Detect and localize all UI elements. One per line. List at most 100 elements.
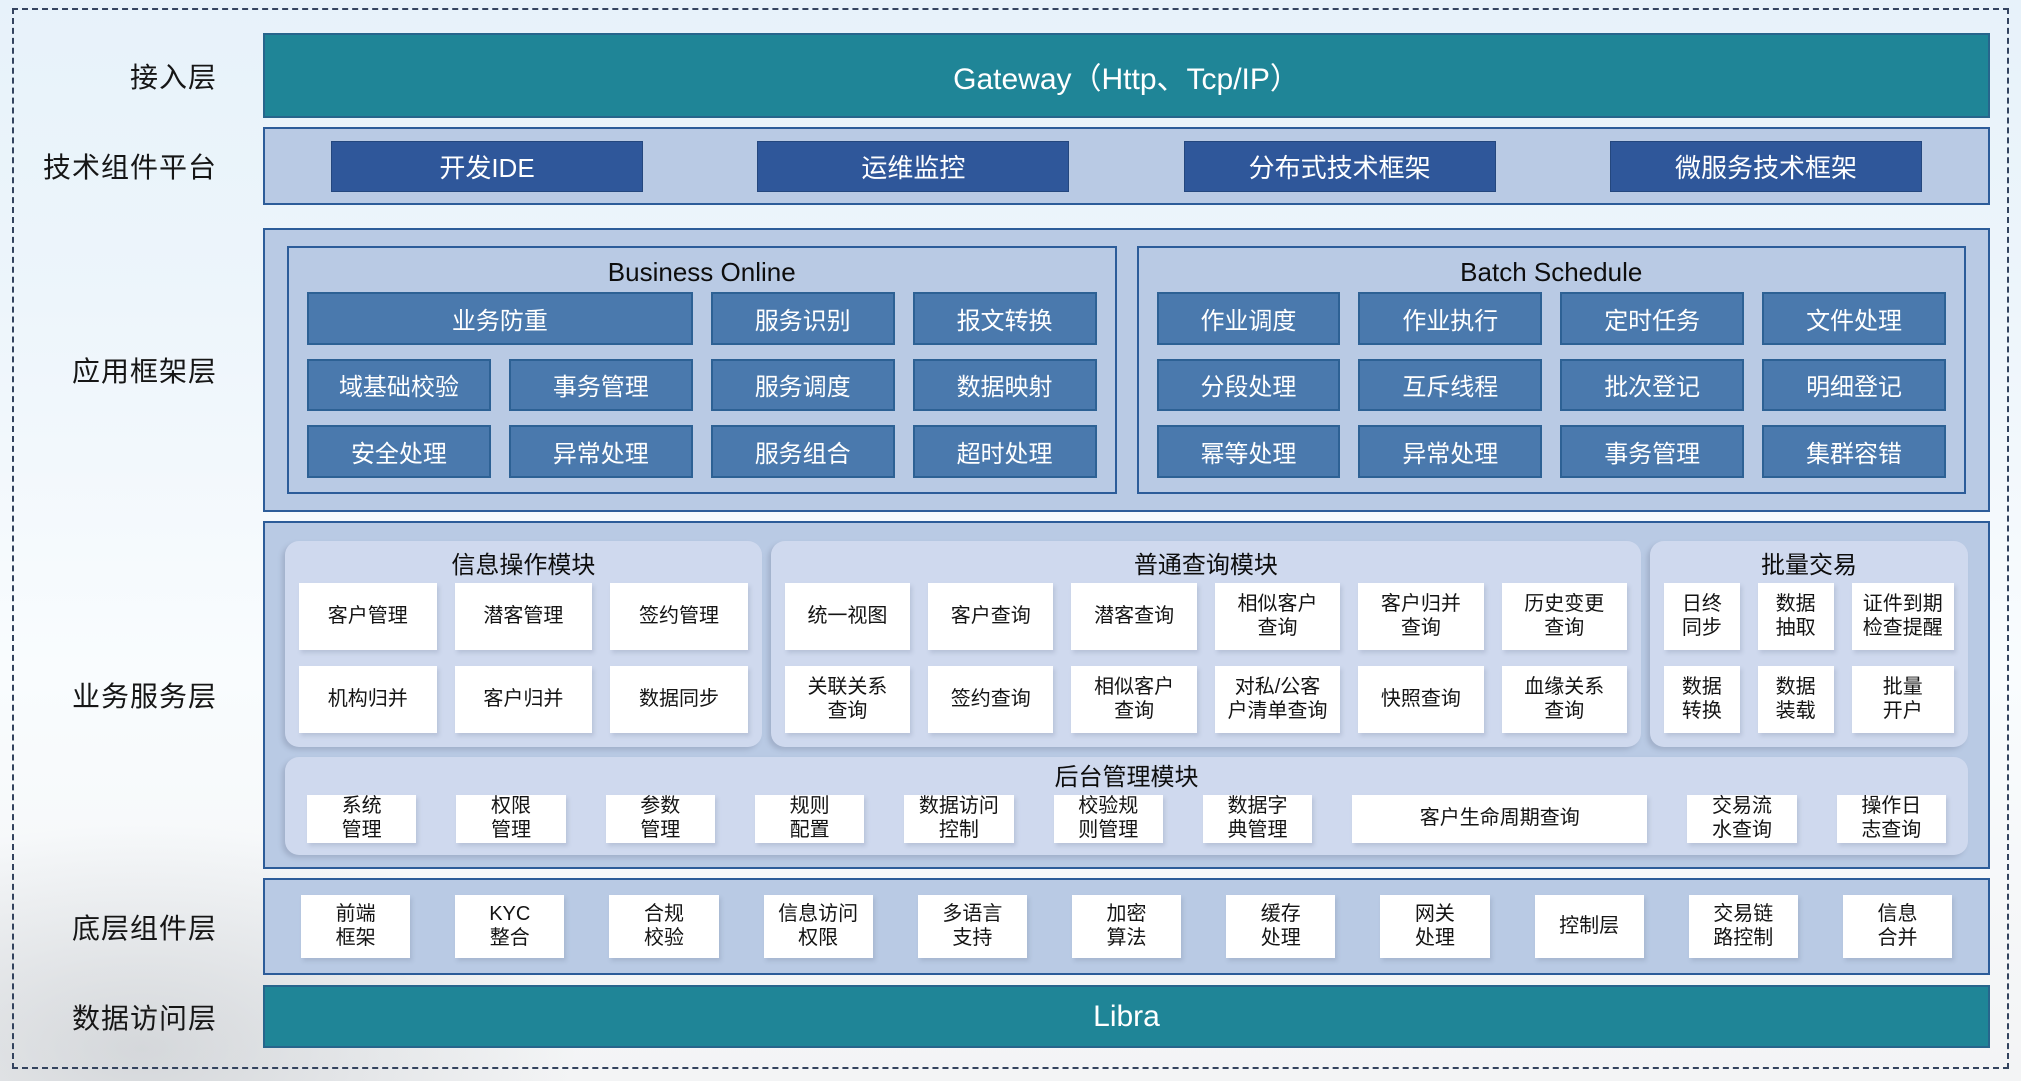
- tech-component-button: 运维监控: [757, 140, 1070, 192]
- component-cell: KYC 整合: [455, 895, 565, 958]
- service-cell: 快照查询: [1358, 666, 1484, 733]
- service-modules-row: 信息操作模块 客户管理潜客管理签约管理机构归并客户归并数据同步 普通查询模块 统…: [285, 541, 1968, 747]
- framework-cell: 作业执行: [1358, 292, 1543, 345]
- component-cell: 合规 校验: [609, 895, 719, 958]
- service-cell: 签约查询: [928, 666, 1054, 733]
- admin-cell: 客户生命周期查询: [1352, 795, 1648, 843]
- tech-component-button: 开发IDE: [331, 140, 643, 192]
- component-cell: 交易链 路控制: [1688, 895, 1798, 958]
- admin-cell: 规则 配置: [754, 795, 865, 843]
- component-cell: 网关 处理: [1380, 895, 1490, 958]
- framework-cell: 幂等处理: [1156, 425, 1341, 478]
- panel-grid-batch-schedule: 作业调度作业执行定时任务文件处理分段处理互斥线程批次登记明细登记幂等处理异常处理…: [1156, 292, 1946, 478]
- panel-grid-business-online: 业务防重服务识别报文转换域基础校验事务管理服务调度数据映射安全处理异常处理服务组…: [307, 292, 1097, 478]
- component-cell: 信息 合并: [1842, 895, 1953, 958]
- service-cell: 统一视图: [784, 583, 911, 650]
- module-batch-transaction: 批量交易 日终 同步数据 抽取证件到期 检查提醒数据 转换数据 装载批量 开户: [1649, 541, 1968, 747]
- admin-cell: 参数 管理: [605, 795, 715, 843]
- libra-bar-text: Libra: [1093, 999, 1160, 1033]
- service-cell: 日终 同步: [1663, 583, 1740, 650]
- bottom-components-container: 前端 框架 KYC 整合合规 校验信息访问 权限多语言 支持加密 算法缓存 处理网…: [263, 878, 1990, 975]
- service-cell: 批量 开户: [1851, 666, 1954, 733]
- framework-cell: 服务识别: [710, 292, 895, 345]
- tech-component-button: 分布式技术框架: [1183, 140, 1496, 192]
- framework-cell: 报文转换: [912, 292, 1097, 345]
- service-cell: 机构归并: [299, 666, 437, 733]
- component-cell: 多语言 支持: [917, 895, 1027, 958]
- module-grid-general-query: 统一视图客户查询潜客查询相似客户 查询客户归并 查询历史变更 查询关联关系 查询…: [784, 583, 1627, 733]
- service-cell: 相似客户 查询: [1214, 583, 1341, 650]
- framework-cell: 异常处理: [508, 425, 693, 478]
- module-title-info-operation: 信息操作模块: [451, 552, 596, 579]
- service-cell: 数据同步: [610, 666, 748, 733]
- admin-cell: 交易流 水查询: [1687, 795, 1797, 843]
- layer-label-app-framework: 应用框架层: [71, 356, 217, 387]
- module-title-admin: 后台管理模块: [1054, 764, 1199, 791]
- module-info-operation: 信息操作模块 客户管理潜客管理签约管理机构归并客户归并数据同步: [285, 541, 762, 747]
- framework-cell: 安全处理: [307, 425, 491, 478]
- service-cell: 血缘关系 查询: [1501, 666, 1627, 733]
- service-cell: 客户归并 查询: [1358, 583, 1484, 650]
- service-cell: 历史变更 查询: [1501, 583, 1627, 650]
- module-general-query: 普通查询模块 统一视图客户查询潜客查询相似客户 查询客户归并 查询历史变更 查询…: [770, 541, 1641, 747]
- layer-label-data-access: 数据访问层: [71, 1002, 217, 1034]
- framework-cell: 明细登记: [1762, 358, 1946, 412]
- service-cell: 数据 抽取: [1757, 583, 1834, 650]
- service-cell: 客户归并: [454, 666, 593, 733]
- component-cell: 前端 框架: [301, 895, 411, 958]
- framework-cell: 域基础校验: [307, 358, 491, 412]
- framework-cell: 事务管理: [1560, 425, 1745, 478]
- framework-cell: 定时任务: [1560, 292, 1745, 345]
- business-service-container: 信息操作模块 客户管理潜客管理签约管理机构归并客户归并数据同步 普通查询模块 统…: [263, 521, 1990, 869]
- service-cell: 客户管理: [299, 583, 437, 650]
- panel-title-batch-schedule: Batch Schedule: [1460, 257, 1643, 287]
- component-cell: 缓存 处理: [1226, 895, 1336, 958]
- admin-cell: 系统 管理: [307, 795, 417, 843]
- framework-cell: 服务调度: [710, 358, 895, 412]
- layer-label-access: 接入层: [129, 61, 217, 93]
- module-title-batch-transaction: 批量交易: [1760, 552, 1857, 579]
- tech-component-button: 微服务技术框架: [1609, 140, 1922, 192]
- framework-cell: 分段处理: [1156, 358, 1341, 412]
- admin-cell: 数据字 典管理: [1202, 795, 1313, 843]
- service-cell: 证件到期 检查提醒: [1851, 583, 1954, 650]
- component-cell: 信息访问 权限: [763, 895, 873, 958]
- component-cell: 加密 算法: [1071, 895, 1182, 958]
- layer-label-tech-platform: 技术组件平台: [42, 152, 217, 183]
- panel-title-business-online: Business Online: [607, 257, 796, 287]
- framework-cell: 作业调度: [1156, 292, 1341, 345]
- service-cell: 潜客查询: [1071, 583, 1197, 650]
- admin-cell: 数据访问 控制: [904, 795, 1014, 843]
- panel-batch-schedule: Batch Schedule 作业调度作业执行定时任务文件处理分段处理互斥线程批…: [1136, 246, 1966, 494]
- service-cell: 数据 转换: [1663, 666, 1740, 733]
- framework-cell: 服务组合: [710, 425, 895, 478]
- module-grid-batch-transaction: 日终 同步数据 抽取证件到期 检查提醒数据 转换数据 装载批量 开户: [1663, 583, 1954, 733]
- framework-cell: 异常处理: [1358, 425, 1543, 478]
- service-cell: 对私/公客 户清单查询: [1214, 666, 1341, 733]
- libra-bar: Libra: [263, 985, 1990, 1048]
- app-framework-container: Business Online 业务防重服务识别报文转换域基础校验事务管理服务调…: [263, 228, 1990, 512]
- admin-cell: 操作日 志查询: [1836, 795, 1946, 843]
- framework-cell: 集群容错: [1762, 425, 1946, 478]
- admin-cells-row: 系统 管理权限 管理参数 管理规则 配置数据访问 控制校验规 则管理数据字 典管…: [301, 795, 1952, 843]
- service-cell: 数据 装载: [1757, 666, 1834, 733]
- framework-cell: 互斥线程: [1358, 358, 1543, 412]
- admin-cell: 权限 管理: [456, 795, 566, 843]
- service-cell: 相似客户 查询: [1071, 666, 1197, 733]
- service-cell: 客户查询: [928, 583, 1054, 650]
- framework-cell: 数据映射: [912, 358, 1097, 412]
- framework-cell: 超时处理: [912, 425, 1097, 478]
- layer-label-bottom-components: 底层组件层: [71, 912, 217, 944]
- framework-cell: 文件处理: [1762, 292, 1946, 345]
- component-cell: 控制层: [1534, 895, 1644, 958]
- framework-cell: 批次登记: [1560, 358, 1745, 412]
- admin-cell: 校验规 则管理: [1053, 795, 1163, 843]
- gateway-bar: Gateway（Http、Tcp/IP）: [263, 33, 1990, 118]
- layer-label-business-service: 业务服务层: [71, 681, 217, 712]
- service-cell: 潜客管理: [454, 583, 593, 650]
- gateway-bar-text: Gateway（Http、Tcp/IP）: [953, 62, 1300, 96]
- module-grid-info-operation: 客户管理潜客管理签约管理机构归并客户归并数据同步: [299, 583, 748, 733]
- tech-platform-row: 开发IDE 运维监控 分布式技术框架 微服务技术框架: [263, 127, 1990, 205]
- service-cell: 签约管理: [610, 583, 748, 650]
